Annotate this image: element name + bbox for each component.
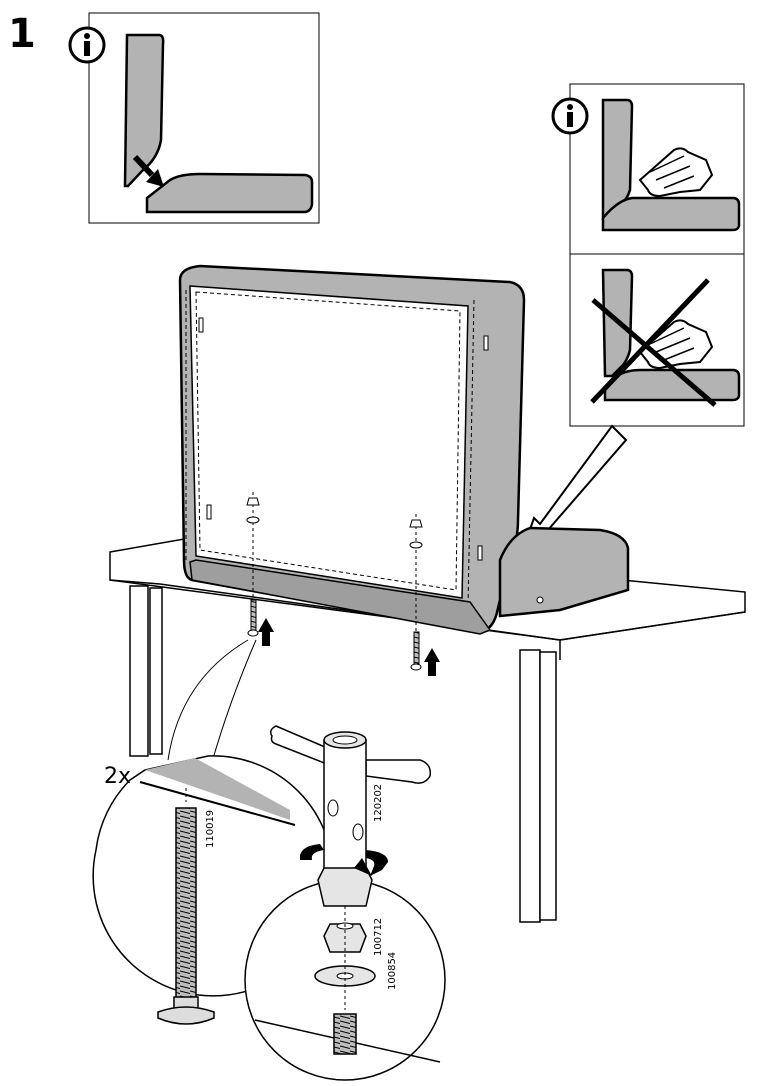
tool-detail-circle — [244, 725, 446, 1081]
correct-placement — [601, 98, 741, 232]
chair-backrest — [178, 264, 630, 635]
bolt-icon — [157, 807, 215, 1025]
hand-press-icon — [638, 147, 714, 198]
part-number-key-tool: 120202 — [373, 783, 384, 822]
allen-key-tool-icon — [269, 725, 432, 907]
info-panel-top — [68, 12, 320, 224]
step-number: 1 — [8, 11, 36, 57]
threaded-insert-icon — [333, 1013, 357, 1055]
info-icon — [551, 97, 589, 135]
arrow-down-right-icon — [132, 154, 164, 187]
part-number-nut: 100712 — [373, 917, 384, 956]
part-number-bolt: 110019 — [205, 809, 216, 848]
part-number-washer: 100854 — [387, 951, 398, 990]
rotate-arrow-icon — [299, 844, 388, 876]
fastener-set-left — [246, 492, 260, 637]
arrow-up-icon — [424, 648, 440, 676]
arrow-up-icon — [258, 618, 274, 646]
seat-backrest-detail — [123, 33, 314, 214]
quantity-label: 2x — [104, 764, 132, 789]
info-panel-right — [551, 83, 745, 427]
incorrect-placement — [590, 268, 741, 407]
info-icon — [68, 26, 106, 64]
cross-out-icon — [590, 278, 717, 407]
fastener-set-right — [409, 514, 423, 671]
